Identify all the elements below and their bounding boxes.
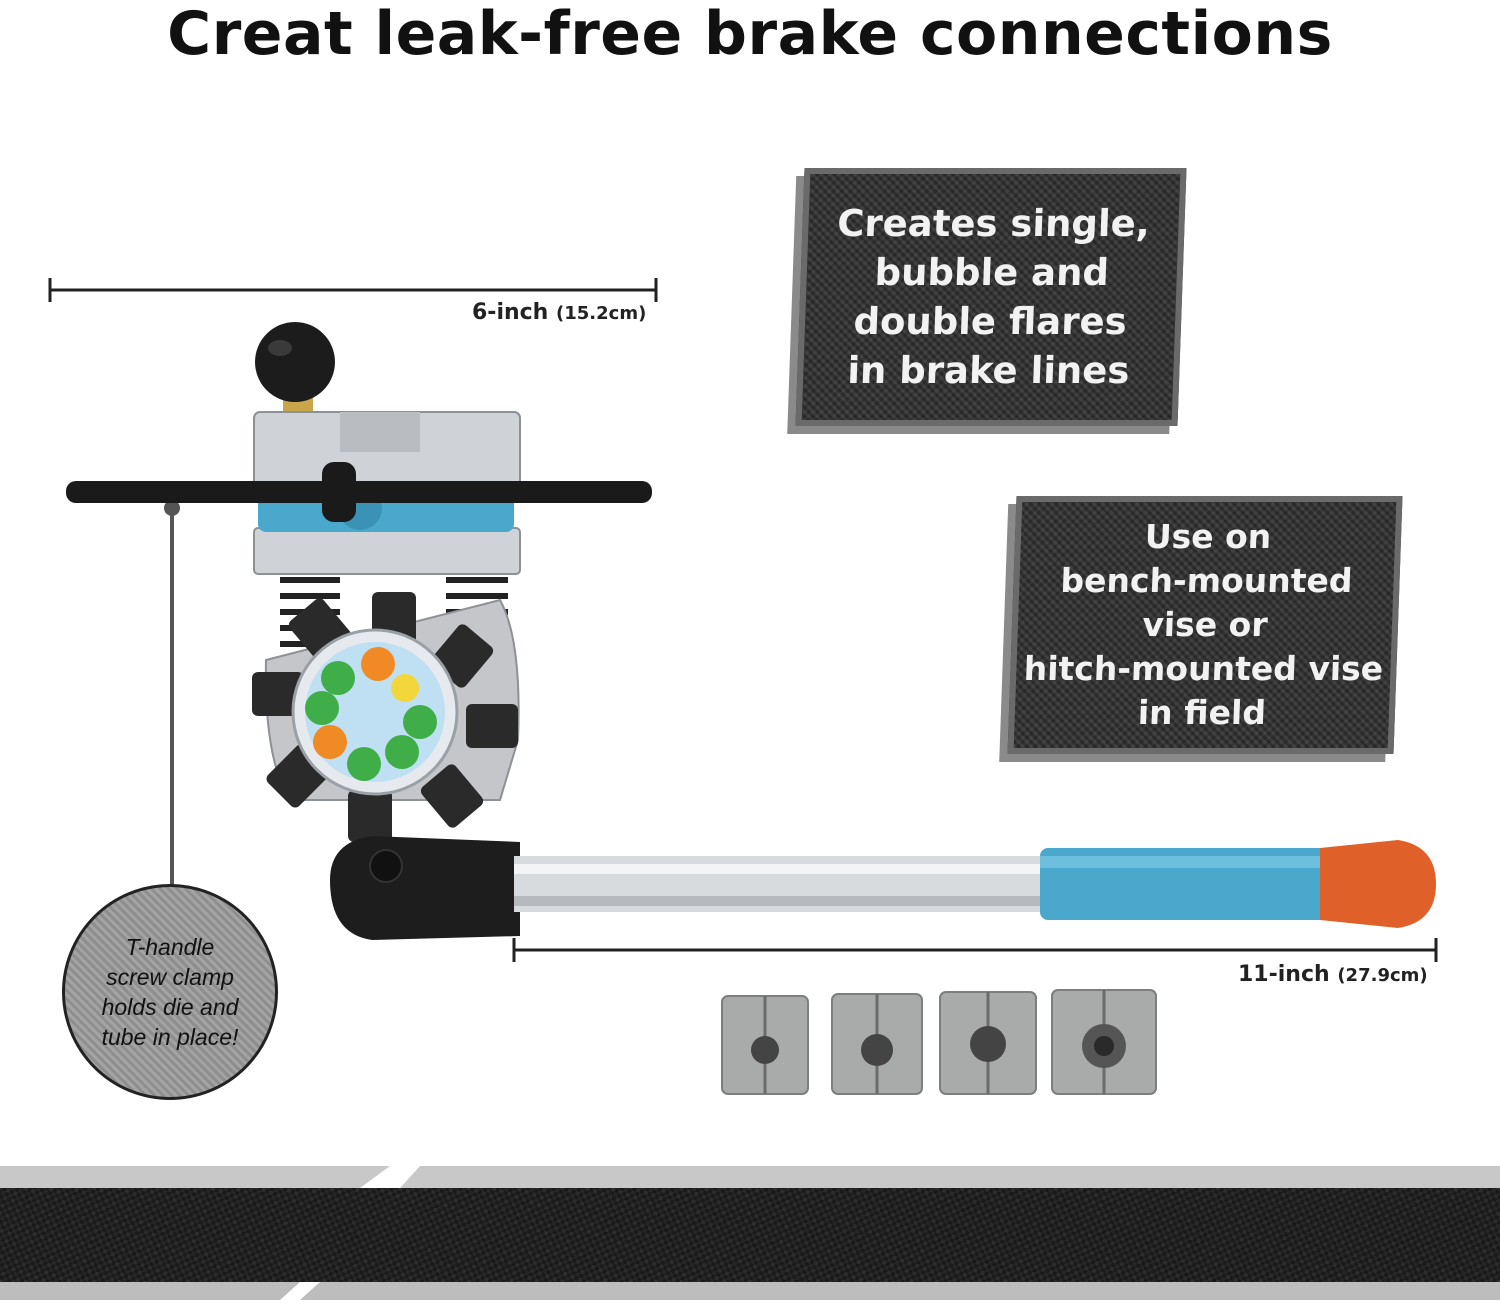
dimension-line-6-inch (48, 278, 658, 302)
page-title: Creat leak-free brake connections (167, 0, 1333, 69)
width-dimension-main: 6-inch (472, 300, 549, 325)
lever-handle (514, 840, 1436, 928)
flares-callout-text: Creates single, bubble and double flares… (836, 202, 1151, 392)
t-handle-note-text: T-handle screw clamp holds die and tube … (101, 934, 239, 1050)
width-dimension-metric: (15.2cm) (556, 303, 647, 324)
t-handle-bar (66, 462, 652, 522)
top-knob (255, 322, 335, 420)
width-dimension-label: 6-inch (15.2cm) (472, 300, 646, 325)
flaring-dies (721, 989, 1157, 1095)
carbon-footer-band (0, 1166, 1500, 1300)
die-1-4 (831, 993, 923, 1095)
die-bubble (1051, 989, 1157, 1095)
die-turret (252, 592, 518, 842)
lever-pivot (330, 836, 520, 940)
handle-dimension-main: 11-inch (1238, 962, 1330, 987)
die-3-16 (721, 995, 809, 1095)
vise-callout-text: Use on bench-mounted vise or hitch-mount… (1023, 517, 1384, 732)
note-pointer (164, 500, 180, 886)
flares-callout: Creates single, bubble and double flares… (795, 168, 1187, 426)
handle-dimension-label: 11-inch (27.9cm) (1238, 962, 1428, 987)
t-handle-note: T-handle screw clamp holds die and tube … (62, 884, 278, 1100)
die-din (939, 991, 1037, 1095)
dimension-line-11-inch (512, 938, 1438, 962)
handle-dimension-metric: (27.9cm) (1337, 965, 1428, 986)
vise-callout: Use on bench-mounted vise or hitch-mount… (1007, 496, 1403, 754)
